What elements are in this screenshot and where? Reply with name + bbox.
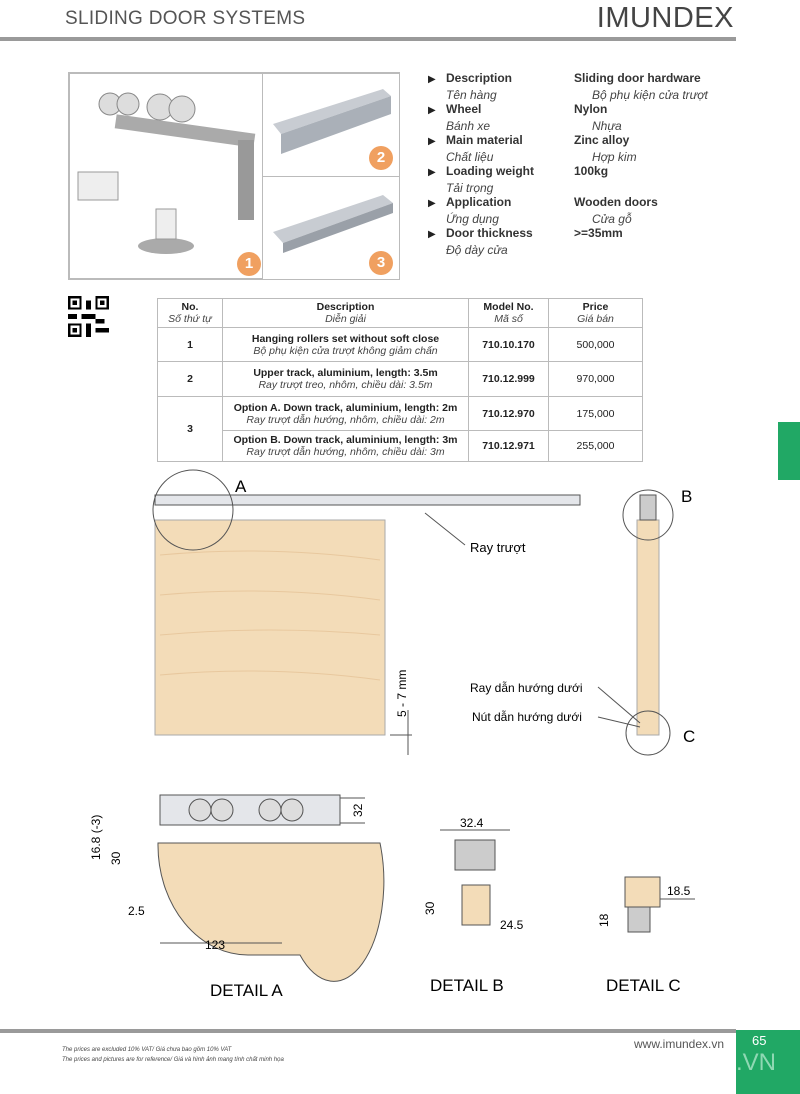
spec-label: Loading weight xyxy=(446,164,534,178)
badge-3: 3 xyxy=(369,251,393,275)
vn-mark: .VN xyxy=(736,1049,777,1076)
spec-value-vi xyxy=(574,181,592,196)
reference-note: The prices and pictures are for referenc… xyxy=(62,1057,284,1063)
spec-row: ▶ Wheel Nylon xyxy=(428,102,708,119)
table-row: Option B. Down track, aluminium, length:… xyxy=(158,430,643,462)
table-row: 1 Hanging rollers set without soft close… xyxy=(157,327,643,362)
label-c: C xyxy=(683,727,695,746)
spec-row: ▶ Description Sliding door hardware xyxy=(428,71,708,88)
spec-label: Door thickness xyxy=(446,226,533,240)
spec-value: 100kg xyxy=(574,164,609,178)
spec-value-vi: Cửa gỗ xyxy=(592,211,632,226)
arrow-right-icon: ▶ xyxy=(428,74,436,85)
spec-label: Wheel xyxy=(446,102,482,116)
arrow-right-icon: ▶ xyxy=(428,167,436,178)
spec-value-vi xyxy=(574,243,592,258)
dim-18: 18 xyxy=(597,913,611,927)
gap-label: 5 - 7 mm xyxy=(395,670,409,717)
detail-a-drawing xyxy=(157,794,385,982)
dim-123: 123 xyxy=(205,938,225,952)
dim-30: 30 xyxy=(109,851,123,865)
spec-row-vi: Tải trọng xyxy=(428,181,708,196)
dim-30-b: 30 xyxy=(423,901,437,915)
dim-16-8: 16.8 (-3) xyxy=(89,815,103,860)
dim-32: 32 xyxy=(351,803,365,817)
bottom-guide-label: Nút dẫn hướng dưới xyxy=(472,709,582,724)
arrow-right-icon: ▶ xyxy=(428,198,436,209)
spec-list: ▶ Description Sliding door hardware Tên hà… xyxy=(428,71,708,257)
spec-value: Wooden doors xyxy=(574,195,658,209)
spec-row-vi: Bánh xe Nhựa xyxy=(428,119,708,134)
section-title: SLIDING DOOR SYSTEMS xyxy=(65,8,306,29)
spec-row: ▶ Main material Zinc alloy xyxy=(428,133,708,150)
spec-row-vi: Ứng dụng Cửa gỗ xyxy=(428,212,708,227)
detail-b-title: DETAIL B xyxy=(430,976,504,995)
spec-value: Sliding door hardware xyxy=(574,71,701,85)
detail-c-title: DETAIL C xyxy=(606,976,681,995)
spec-value-vi: Hợp kim xyxy=(592,149,637,164)
detail-b-drawing xyxy=(440,829,510,926)
detail-c-drawing xyxy=(624,876,695,933)
page-number: 65 xyxy=(752,1033,767,1048)
down-track-illustration xyxy=(273,195,393,253)
spec-label: Main material xyxy=(446,133,523,147)
spec-value-vi: Bộ phụ kiện cửa trượt xyxy=(592,87,708,102)
page-number-box xyxy=(736,1030,800,1094)
spec-label-vi: Chất liệu xyxy=(446,149,494,164)
website-link[interactable]: www.imundex.vn xyxy=(634,1037,725,1051)
spec-value: >=35mm xyxy=(574,226,623,240)
qr-code[interactable] xyxy=(68,296,109,337)
dim-24-5: 24.5 xyxy=(500,918,524,932)
label-a: A xyxy=(235,477,247,496)
image-upper-track: 2 xyxy=(262,73,400,177)
label-b: B xyxy=(681,487,692,506)
vat-note: The prices are excluded 10% VAT/ Giá chư… xyxy=(62,1047,232,1053)
rollers-illustration xyxy=(77,92,256,254)
badge-1: 1 xyxy=(237,252,261,276)
product-images: 1 2 3 xyxy=(68,72,400,280)
spec-row-vi: Độ dày cửa xyxy=(428,243,708,258)
track-label: Ray trượt xyxy=(470,540,526,555)
dim-32-4: 32.4 xyxy=(460,816,484,830)
spec-label-vi: Tải trọng xyxy=(446,180,494,195)
dim-18-5: 18.5 xyxy=(667,884,691,898)
spec-row-vi: Tên hàng Bộ phụ kiện cửa trượt xyxy=(428,88,708,103)
image-down-track: 3 xyxy=(262,176,400,280)
arrow-right-icon: ▶ xyxy=(428,136,436,147)
header-divider xyxy=(0,37,736,41)
table-row: 3 Option A. Down track, aluminium, lengt… xyxy=(157,396,643,462)
spec-label-vi: Độ dày cửa xyxy=(446,242,508,257)
spec-row: ▶ Door thickness >=35mm xyxy=(428,226,708,243)
arrow-right-icon: ▶ xyxy=(428,105,436,116)
spec-row: ▶ Application Wooden doors xyxy=(428,195,708,212)
upper-track-illustration xyxy=(273,89,391,154)
technical-drawing: A Ray trượt 5 - 7 mm B C Ray dẫn hướng d… xyxy=(89,469,695,1000)
section-tab[interactable] xyxy=(778,422,800,480)
image-rollers: 1 xyxy=(69,73,263,279)
spec-label-vi: Bánh xe xyxy=(446,118,491,133)
spec-label: Application xyxy=(446,195,512,209)
spec-value-vi: Nhựa xyxy=(592,118,622,133)
spec-value: Nylon xyxy=(574,102,608,116)
footer-divider xyxy=(0,1029,736,1033)
front-view xyxy=(152,469,674,756)
spec-label-vi: Tên hàng xyxy=(446,87,497,102)
spec-row-vi: Chất liệu Hợp kim xyxy=(428,150,708,165)
spec-label: Description xyxy=(446,71,513,85)
dim-2-5: 2.5 xyxy=(128,904,145,918)
spec-row: ▶ Loading weight 100kg xyxy=(428,164,708,181)
detail-a-title: DETAIL A xyxy=(210,981,283,1000)
arrow-right-icon: ▶ xyxy=(428,229,436,240)
spec-label-vi: Ứng dụng xyxy=(446,211,499,226)
brand-logo: IMUNDEX xyxy=(596,2,734,34)
badge-2: 2 xyxy=(369,146,393,170)
bottom-track-label: Ray dẫn hướng dưới xyxy=(470,680,583,695)
spec-value: Zinc alloy xyxy=(574,133,630,147)
